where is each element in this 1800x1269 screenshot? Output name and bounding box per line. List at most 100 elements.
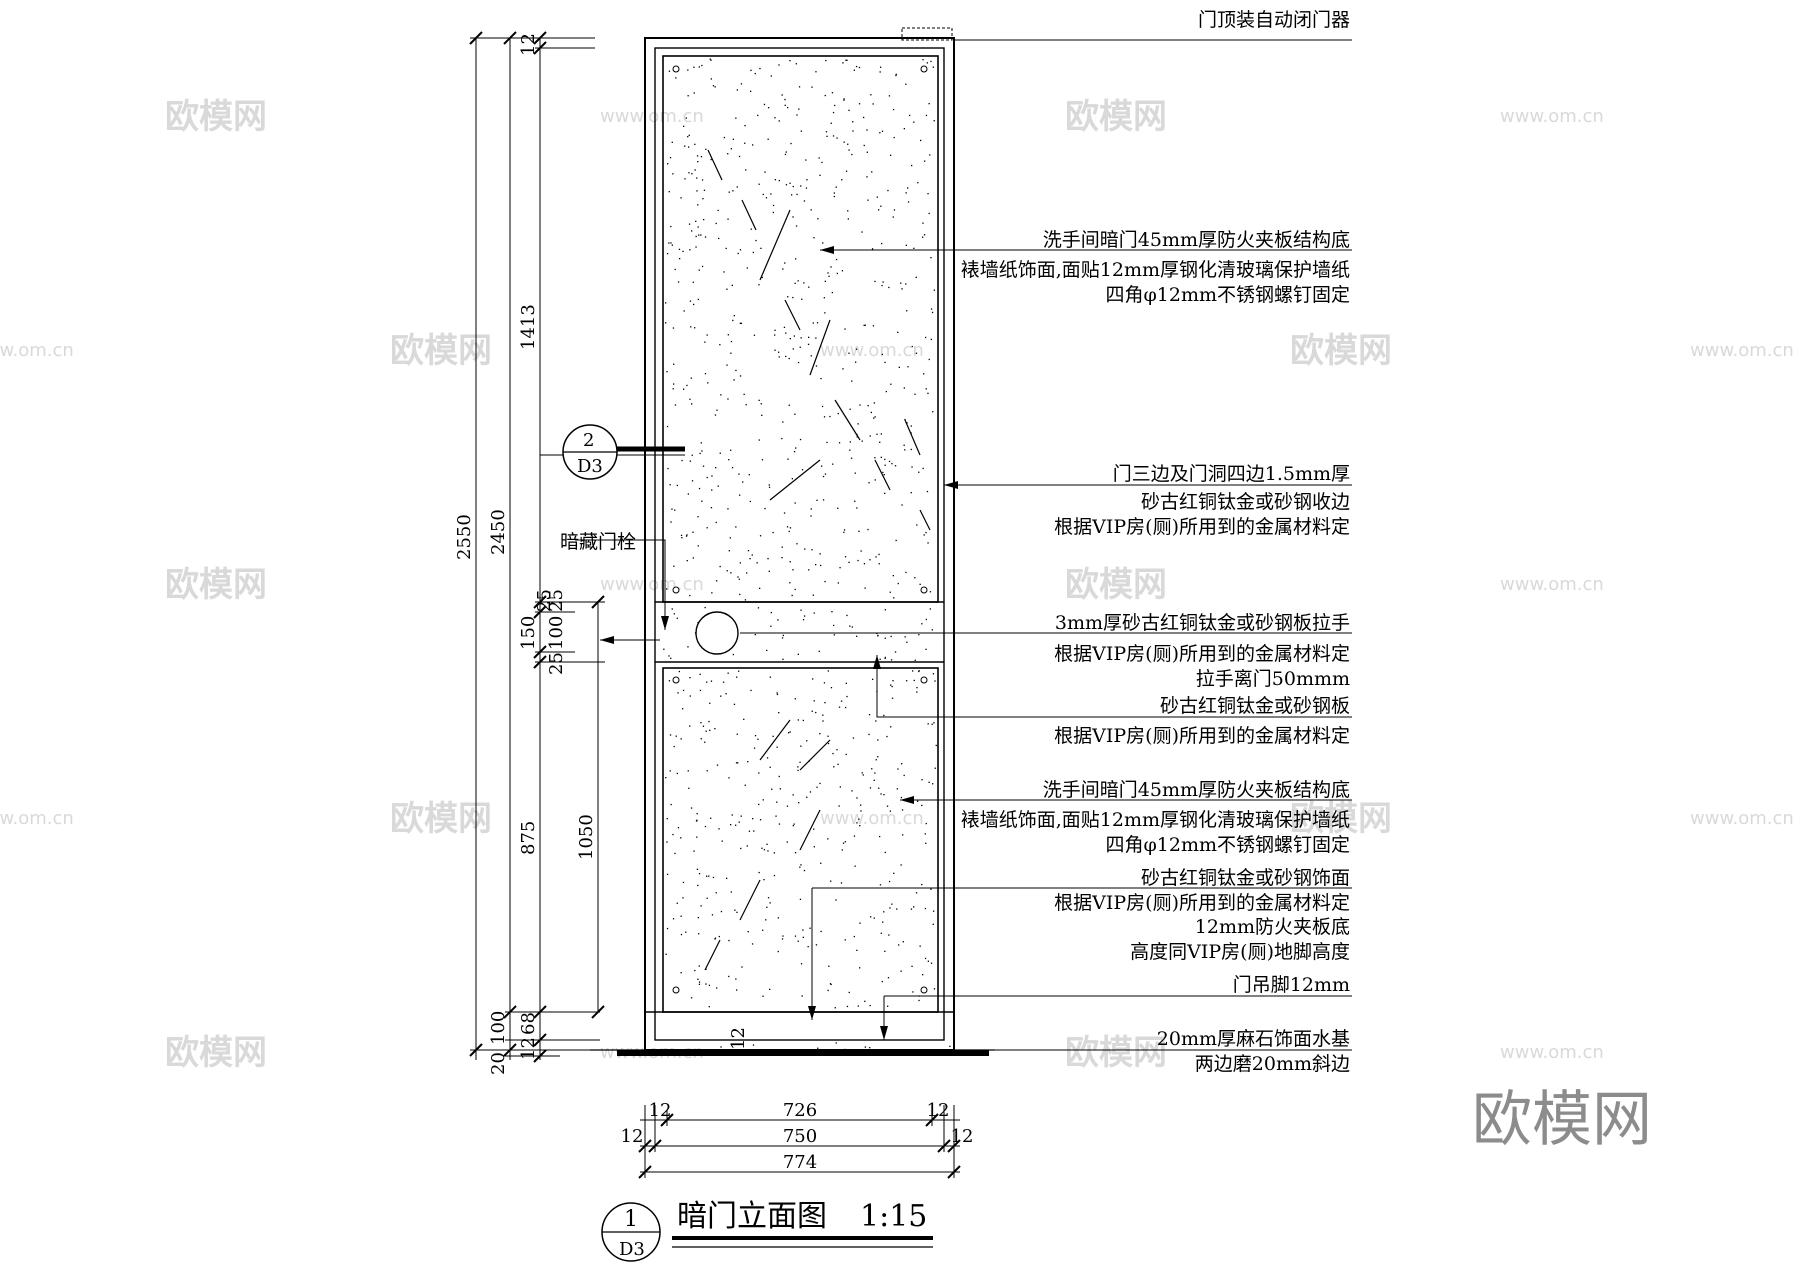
speckle-dot — [778, 823, 781, 825]
speckle-dot — [911, 965, 913, 967]
speckle-dot — [697, 226, 699, 228]
speckle-dot — [735, 369, 737, 372]
speckle-dot — [885, 390, 887, 393]
speckle-dot — [728, 939, 730, 942]
speckle-dot — [762, 193, 764, 196]
speckle-dot — [820, 930, 822, 933]
speckle-dot — [744, 142, 746, 144]
speckle-dot — [696, 155, 699, 157]
speckle-dot — [799, 761, 801, 763]
speckle-dot — [929, 608, 931, 610]
speckle-dot — [697, 204, 699, 206]
speckle-dot — [804, 548, 806, 550]
speckle-dot — [847, 210, 849, 212]
speckle-dot — [864, 324, 866, 326]
speckle-dot — [759, 535, 762, 537]
speckle-dot — [811, 86, 813, 88]
speckle-dot — [768, 484, 770, 486]
speckle-dot — [701, 179, 704, 181]
speckle-dot — [770, 75, 772, 77]
speckle-dot — [906, 422, 908, 424]
speckle-dot — [933, 988, 936, 990]
speckle-dot — [932, 411, 934, 413]
speckle-dot — [835, 899, 837, 901]
speckle-dot — [834, 1007, 836, 1009]
speckle-dot — [828, 275, 830, 277]
speckle-dot — [931, 629, 933, 631]
speckle-dot — [702, 198, 704, 200]
sill-note-1: 20mm厚麻石饰面水基 — [1157, 1028, 1350, 1050]
speckle-dot — [696, 177, 698, 179]
speckle-dot — [827, 735, 829, 737]
speckle-dot — [693, 92, 695, 94]
speckle-dot — [671, 608, 673, 610]
speckle-dot — [782, 935, 784, 937]
dim-handle-25a: 25 — [546, 589, 567, 612]
speckle-dot — [925, 336, 927, 339]
speckle-dot — [710, 158, 712, 161]
speckle-dot — [746, 572, 748, 574]
speckle-dot — [835, 1042, 837, 1044]
speckle-dot — [728, 550, 730, 552]
speckle-dot — [770, 193, 772, 195]
speckle-dot — [932, 923, 934, 925]
speckle-dot — [708, 1006, 710, 1008]
glass-reflection-lines — [704, 149, 931, 971]
speckle-dot — [736, 911, 738, 913]
speckle-dot — [921, 779, 923, 781]
speckle-dot — [924, 957, 927, 960]
speckle-dot — [705, 983, 707, 985]
speckle-dot — [763, 849, 766, 851]
speckle-dot — [786, 526, 789, 528]
speckle-dot — [856, 436, 858, 438]
speckle-dot — [766, 757, 769, 759]
speckle-dot — [668, 242, 670, 244]
speckle-dot — [715, 222, 717, 225]
speckle-dot — [718, 828, 720, 830]
speckle-dot — [880, 456, 882, 458]
edge-note-3: 根据VIP房(厕)所用到的金属材料定 — [1054, 516, 1350, 538]
speckle-dot — [886, 735, 888, 738]
speckle-dot — [883, 794, 885, 796]
speckle-dot — [714, 938, 716, 940]
speckle-dot — [703, 189, 706, 191]
horizontal-dimension-labels: 726 750 774 12 12 12 12 — [621, 1100, 974, 1173]
speckle-dot — [931, 723, 933, 725]
speckle-dot — [849, 408, 851, 410]
speckle-dot — [892, 216, 894, 218]
speckle-dot — [681, 459, 683, 462]
speckle-dot — [927, 960, 929, 962]
speckle-dot — [861, 772, 863, 774]
dim-base-68: 68 — [518, 1012, 539, 1035]
watermark-brand: 欧模网 — [390, 331, 492, 371]
speckle-dot — [877, 739, 879, 741]
speckle-dot — [818, 650, 820, 652]
speckle-dot — [866, 129, 868, 131]
speckle-dot — [697, 545, 699, 547]
speckle-dot — [837, 507, 839, 509]
speckle-dot — [684, 145, 686, 147]
speckle-dot — [880, 932, 882, 934]
speckle-dot — [720, 1046, 722, 1048]
speckle-dot — [845, 706, 847, 709]
speckle-dot — [770, 611, 772, 614]
speckle-dot — [728, 459, 730, 461]
speckle-dot — [700, 234, 702, 236]
speckle-dot — [930, 962, 933, 964]
speckle-dot — [798, 802, 800, 804]
speckle-dot — [706, 681, 708, 683]
leader-arrows — [600, 246, 958, 1040]
speckle-dot — [877, 635, 879, 637]
speckle-dot — [744, 125, 746, 127]
speckle-dot — [907, 201, 910, 203]
speckle-dot — [749, 558, 751, 560]
speckle-dot — [730, 572, 732, 574]
speckle-dot — [717, 209, 719, 212]
speckle-dot — [882, 281, 884, 283]
speckle-dot — [710, 817, 712, 819]
speckle-dot — [673, 613, 675, 615]
speckle-dot — [789, 561, 791, 563]
speckle-dot — [694, 169, 696, 171]
speckle-dot — [681, 537, 683, 539]
